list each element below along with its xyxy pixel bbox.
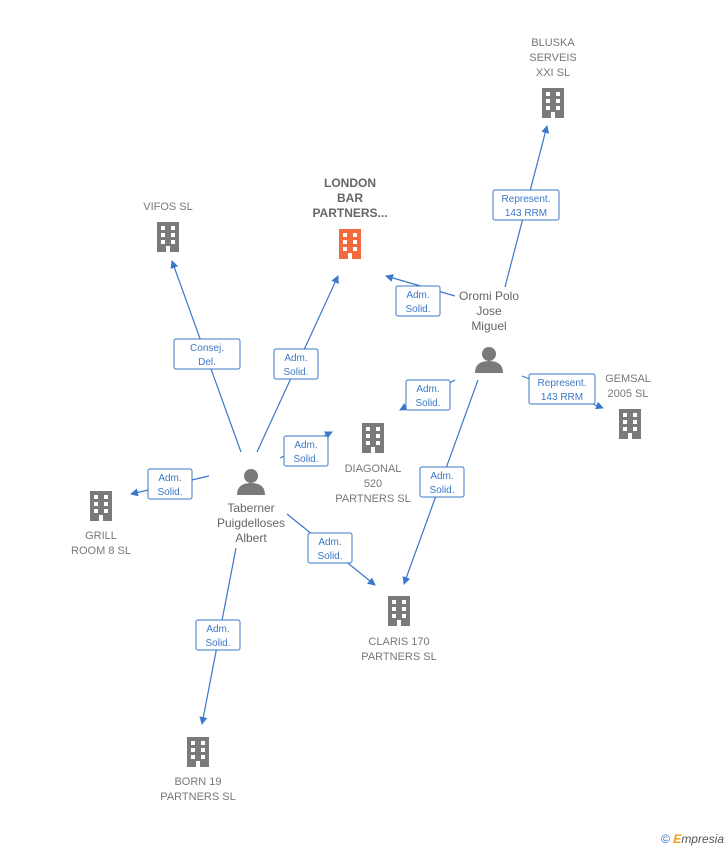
edge-label-box: [405, 379, 451, 411]
company-name-line: PARTNERS SL: [335, 493, 410, 505]
edge-label-box: [273, 348, 319, 380]
edge-label-text: Solid.: [317, 551, 342, 562]
company-name-line: CLARIS 170: [368, 636, 429, 648]
edge-label-box: [419, 466, 465, 498]
edge-label-oromi-diagonal[interactable]: Adm. Solid.: [405, 379, 451, 411]
company-name-line: PARTNERS SL: [160, 791, 235, 803]
building-icon: [339, 229, 361, 259]
copyright-symbol: ©: [661, 832, 670, 846]
person-name-line: Puigdelloses: [217, 516, 285, 530]
footer-brand: © Empresia: [661, 832, 724, 846]
edge-label-text: Represent.: [538, 378, 587, 389]
company-name-line: LONDON: [324, 176, 376, 190]
company-name-line: SERVEIS: [529, 52, 577, 64]
edge-label-oromi-gemsal[interactable]: Represent. 143 RRM: [528, 373, 596, 405]
edge-label-taberner-diagonal[interactable]: Adm. Solid.: [283, 435, 329, 467]
edge-label-text: Solid.: [157, 487, 182, 498]
edge-label-text: Adm.: [430, 471, 453, 482]
building-icon: [362, 423, 384, 453]
edge-label-taberner-born[interactable]: Adm. Solid.: [195, 619, 241, 651]
empresia-logo-text: mpresia: [681, 832, 724, 846]
company-name-line: BORN 19: [174, 776, 221, 788]
edge-label-box: [395, 285, 441, 317]
edge-label-text: 143 RRM: [541, 392, 583, 403]
building-icon: [388, 596, 410, 626]
person-name-line: Jose: [476, 304, 502, 318]
person-name-line: Taberner: [227, 501, 274, 515]
edge-labels-layer: Represent. 143 RRM Adm. Solid. Represent. 143…: [147, 189, 596, 651]
company-node-gemsal[interactable]: GEMSAL 2005 SL: [605, 373, 651, 439]
building-icon: [187, 737, 209, 767]
company-node-london[interactable]: LONDONBARPARTNERS...: [312, 176, 388, 259]
edge-label-taberner-vifos[interactable]: Consej. Del.: [173, 338, 241, 370]
edge-label-text: Adm.: [406, 290, 429, 301]
company-name-line: PARTNERS...: [312, 206, 387, 220]
company-node-vifos[interactable]: VIFOS SL: [143, 201, 193, 252]
edge-label-text: Adm.: [416, 384, 439, 395]
edge-label-box: [528, 373, 596, 405]
edge-label-text: Solid.: [429, 485, 454, 496]
edge-label-text: Solid.: [293, 454, 318, 465]
edge-label-text: Adm.: [284, 353, 307, 364]
edge-label-text: 143 RRM: [505, 208, 547, 219]
empresia-logo: Empresia: [673, 832, 724, 846]
edge-label-text: Solid.: [415, 398, 440, 409]
company-node-grill[interactable]: GRILL ROOM 8 SL: [71, 491, 131, 557]
building-icon: [619, 409, 641, 439]
edge-label-box: [173, 338, 241, 370]
company-name-line: BAR: [337, 191, 363, 205]
edge-label-box: [195, 619, 241, 651]
company-node-bluska[interactable]: BLUSKA SERVEIS XXI SL: [529, 37, 577, 118]
edge-label-text: Adm.: [206, 624, 229, 635]
company-name-line: DIAGONAL: [345, 463, 402, 475]
edge-label-text: Consej.: [190, 343, 224, 354]
company-name-line: PARTNERS SL: [361, 651, 436, 663]
company-node-born[interactable]: BORN 19 PARTNERS SL: [160, 737, 236, 803]
edge-label-taberner-claris[interactable]: Adm. Solid.: [307, 532, 353, 564]
person-icon: [475, 347, 503, 373]
company-name-line: 520: [364, 478, 382, 490]
edge-label-text: Adm.: [318, 537, 341, 548]
edge-label-box: [147, 468, 193, 500]
edge-label-text: Solid.: [205, 638, 230, 649]
company-name-line: ROOM 8 SL: [71, 545, 131, 557]
edge-label-text: Represent.: [502, 194, 551, 205]
edge-label-box: [307, 532, 353, 564]
company-name-line: GRILL: [85, 530, 117, 542]
edge-label-text: Del.: [198, 357, 216, 368]
edge-label-text: Solid.: [405, 304, 430, 315]
company-name-line: GEMSAL: [605, 373, 651, 385]
person-name-line: Miguel: [471, 319, 506, 333]
company-name-line: 2005 SL: [608, 388, 649, 400]
company-name-line: VIFOS SL: [143, 201, 193, 213]
person-icon: [237, 469, 265, 495]
edge-label-taberner-london[interactable]: Adm. Solid.: [273, 348, 319, 380]
edge-label-text: Adm.: [294, 440, 317, 451]
edge-label-oromi-london[interactable]: Adm. Solid.: [395, 285, 441, 317]
edge-label-oromi-claris[interactable]: Adm. Solid.: [419, 466, 465, 498]
company-name-line: BLUSKA: [531, 37, 575, 49]
edge-label-taberner-grill[interactable]: Adm. Solid.: [147, 468, 193, 500]
person-name-line: Albert: [235, 531, 267, 545]
edge-label-box: [492, 189, 560, 221]
building-icon: [157, 222, 179, 252]
edge-label-oromi-bluska[interactable]: Represent. 143 RRM: [492, 189, 560, 221]
edge-label-text: Adm.: [158, 473, 181, 484]
building-icon: [90, 491, 112, 521]
company-name-line: XXI SL: [536, 67, 570, 79]
edge-label-box: [283, 435, 329, 467]
person-name-line: Oromi Polo: [459, 289, 519, 303]
empresia-logo-initial: E: [673, 832, 682, 846]
building-icon: [542, 88, 564, 118]
edge-label-text: Solid.: [283, 367, 308, 378]
